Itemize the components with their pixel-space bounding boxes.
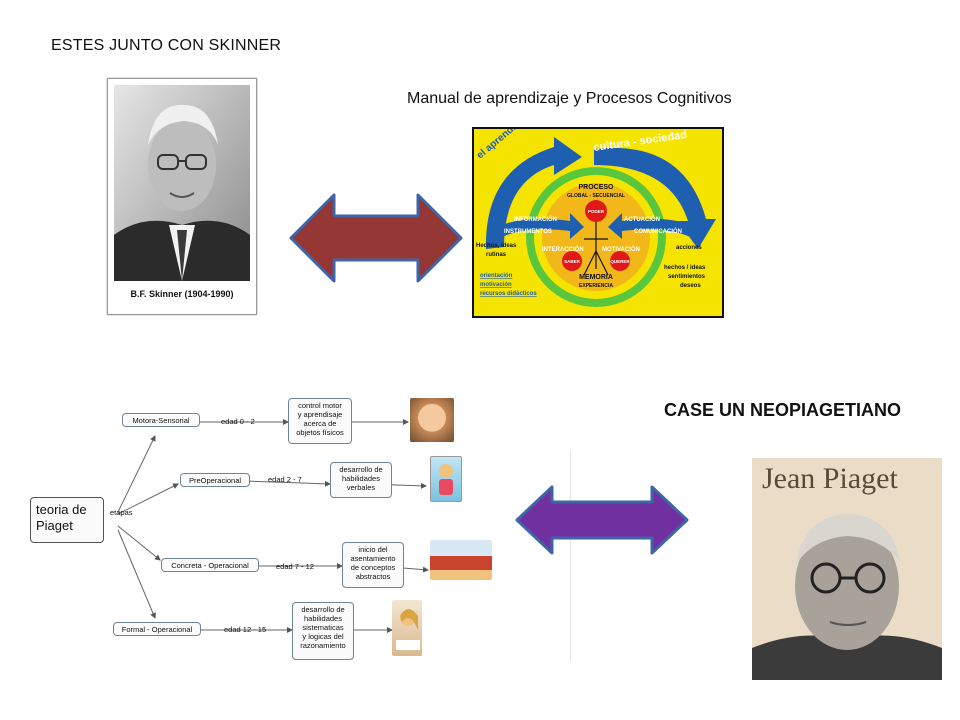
title-case-neopiagetiano: CASE UN NEOPIAGETIANO (664, 400, 901, 421)
desc-concreta-line: de conceptos (347, 563, 399, 572)
diagram-instrumentos: INSTRUMENTOS (504, 229, 552, 235)
baby-photo (410, 398, 454, 442)
title-manual: Manual de aprendizaje y Procesos Cogniti… (407, 90, 732, 108)
skinner-caption: B.F. Skinner (1904-1990) (108, 289, 256, 299)
desc-motora-line: objetos físicos (293, 428, 347, 437)
child-drawing-photo (430, 456, 462, 502)
diagram-saber: SABER (564, 259, 581, 264)
diagram-querer: QUERER (610, 259, 630, 264)
desc-formal-line: razonamiento (297, 641, 349, 650)
diagram-experiencia: EXPERIENCIA (579, 283, 613, 289)
desc-preop-line: desarrollo de (335, 465, 387, 474)
title-skinner: ESTES JUNTO CON SKINNER (51, 37, 281, 55)
diagram-poder: PODER (588, 209, 605, 214)
desc-motora-line: y aprendisaje (293, 410, 347, 419)
piaget-name-text: Jean Piaget (762, 462, 898, 496)
etapas-label: etapas (110, 508, 133, 517)
teen-figure-icon (392, 600, 422, 656)
desc-formal-line: desarrollo de (297, 605, 349, 614)
student-desk-photo (430, 540, 492, 580)
desc-motora: control motor y aprendisaje acerca de ob… (288, 398, 352, 444)
piaget-photo: Jean Piaget (752, 458, 942, 680)
root-line-2: Piaget (36, 518, 98, 534)
age-label-3: edad 7 - 12 (276, 562, 314, 571)
age-label-1: edad 0 - 2 (221, 417, 255, 426)
desc-concreta-line: abstractos (347, 572, 399, 581)
stage-formal-operacional: Formal - Operacional (113, 622, 201, 636)
diagram-motivacion-low: motivación (480, 282, 512, 288)
age-label-4: edad 12 - 15 (224, 625, 266, 634)
diagram-global: GLOBAL - SECUENCIAL (567, 193, 625, 199)
desc-preoperacional: desarrollo de habilidades verbales (330, 462, 392, 498)
skinner-portrait-svg (114, 85, 250, 281)
desc-motora-line: acerca de (293, 419, 347, 428)
diagram-hechos-left-1: Hechos, ideas (476, 243, 517, 249)
child-figure-icon (431, 457, 461, 501)
desc-concreta: inicio del asentamiento de conceptos abs… (342, 542, 404, 588)
age-label-2: edad 2 - 7 (268, 475, 302, 484)
diagram-motivacion: MOTIVACIÓN (602, 245, 640, 253)
diagram-actuacion: ACTUACIÓN (624, 215, 660, 223)
diagram-acciones: acciones (676, 245, 702, 251)
diagram-proceso: PROCESO (578, 184, 614, 191)
diagram-orientacion: orientación (480, 273, 513, 279)
skinner-portrait-image (114, 85, 250, 281)
root-line-1: teoria de (36, 502, 98, 518)
diagram-comunicacion: COMUNICACIÓN (634, 227, 682, 235)
skinner-photo-frame: B.F. Skinner (1904-1990) (107, 78, 257, 315)
stage-concreta-operacional: Concreta - Operacional (161, 558, 259, 572)
diagram-interaccion: INTERACCIÓN (542, 245, 584, 253)
diagram-hechos-right-2: sentimientos (668, 274, 706, 280)
desc-preop-line: habilidades (335, 474, 387, 483)
cognitive-process-diagram: el aprendizaje cultura - sociedad PROCES… (474, 129, 718, 312)
desc-formal-line: sistematicas (297, 623, 349, 632)
diagram-hechos-left-2: rutinas (486, 252, 507, 258)
diagram-hechos-right-1: hechos / ideas (664, 265, 706, 271)
desc-concreta-line: asentamiento (347, 554, 399, 563)
desc-motora-line: control motor (293, 401, 347, 410)
teen-studying-photo (392, 600, 422, 656)
double-arrow-bottom (514, 484, 690, 556)
desc-formal: desarrollo de habilidades sistematicas y… (292, 602, 354, 660)
stage-preoperacional: PreOperacional (180, 473, 250, 487)
stage-motora-sensorial: Motora-Sensorial (122, 413, 200, 427)
desc-concreta-line: inicio del (347, 545, 399, 554)
concept-map-root: teoria de Piaget (30, 497, 104, 543)
desc-formal-line: y logicas del (297, 632, 349, 641)
manual-aprendizaje-diagram: el aprendizaje cultura - sociedad PROCES… (472, 127, 724, 318)
desc-preop-line: verbales (335, 483, 387, 492)
diagram-memoria: MEMORIA (579, 274, 613, 281)
diagram-hechos-right-3: deseos (680, 283, 701, 289)
desc-formal-line: habilidades (297, 614, 349, 623)
double-arrow-top (288, 192, 464, 284)
diagram-recursos: recursos didácticos (480, 291, 537, 297)
diagram-informacion: INFORMACIÓN (514, 215, 557, 223)
